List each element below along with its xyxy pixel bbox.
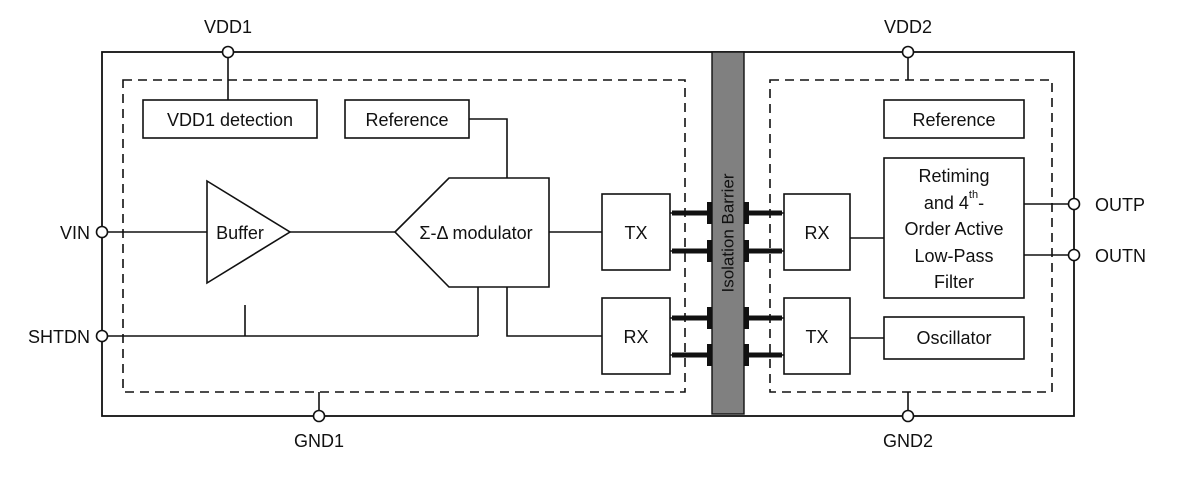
isolation-barrier-label: Isolation Barrier	[719, 173, 738, 292]
pin-gnd1-label: GND1	[294, 431, 344, 451]
side2-reference-label: Reference	[912, 110, 995, 130]
pin-vdd2-label: VDD2	[884, 17, 932, 37]
oscillator-block: Oscillator	[883, 316, 1025, 360]
pin-gnd2-label: GND2	[883, 431, 933, 451]
side1-tx-block: TX	[601, 193, 671, 271]
pin-vdd1-terminal	[221, 45, 235, 59]
pin-outp: OUTP	[1067, 195, 1145, 215]
pin-vdd2-terminal	[901, 45, 915, 59]
side2-reference-block: Reference	[883, 99, 1025, 139]
side2-boundary	[769, 79, 1053, 393]
side1-rx-label: RX	[623, 327, 648, 347]
filter-label-line3: Order Active	[904, 219, 1003, 239]
pin-gnd1: GND1	[294, 409, 344, 451]
buffer-block: Buffer	[206, 179, 292, 285]
pin-gnd1-terminal	[312, 409, 326, 423]
vdd1-detection-block: VDD1 detection	[142, 99, 318, 139]
side2-tx-block: TX	[783, 297, 851, 375]
pin-outn-terminal	[1067, 248, 1081, 262]
pin-outp-label: OUTP	[1095, 195, 1145, 215]
pin-gnd2: GND2	[883, 409, 933, 451]
side2-tx-label: TX	[805, 327, 828, 347]
filter-label-line5: Filter	[934, 272, 974, 292]
pin-vin-label: VIN	[60, 223, 90, 243]
filter-block: Retiming and 4th- Order Active Low-Pass …	[883, 157, 1025, 299]
pin-outp-terminal	[1067, 197, 1081, 211]
pin-shtdn-label: SHTDN	[28, 327, 90, 347]
pin-vin-terminal	[95, 225, 109, 239]
modulator-block: Σ-Δ modulator	[393, 177, 550, 288]
modulator-label: Σ-Δ modulator	[419, 223, 532, 243]
pin-vdd1-label: VDD1	[204, 17, 252, 37]
side1-boundary	[122, 79, 686, 393]
isolation-barrier: Isolation Barrier	[711, 51, 745, 415]
pin-outn-label: OUTN	[1095, 246, 1146, 266]
pin-vin: VIN	[60, 223, 109, 243]
vdd1-detection-label: VDD1 detection	[167, 110, 293, 130]
pin-outn: OUTN	[1067, 246, 1146, 266]
pin-gnd2-terminal	[901, 409, 915, 423]
pin-shtdn: SHTDN	[28, 327, 109, 347]
pin-shtdn-terminal	[95, 329, 109, 343]
filter-label-line1: Retiming	[918, 166, 989, 186]
side1-rx-block: RX	[601, 297, 671, 375]
side1-tx-label: TX	[624, 223, 647, 243]
isolation-capacitors	[672, 202, 782, 366]
side1-reference-label: Reference	[365, 110, 448, 130]
side2-rx-label: RX	[804, 223, 829, 243]
pin-vdd2: VDD2	[884, 17, 932, 59]
filter-label-line4: Low-Pass	[914, 246, 993, 266]
buffer-label: Buffer	[216, 223, 264, 243]
oscillator-label: Oscillator	[916, 328, 991, 348]
filter-label-line2: and 4th-	[924, 189, 984, 213]
side1-reference-block: Reference	[344, 99, 470, 139]
side2-rx-block: RX	[783, 193, 851, 271]
pin-vdd1: VDD1	[204, 17, 252, 59]
